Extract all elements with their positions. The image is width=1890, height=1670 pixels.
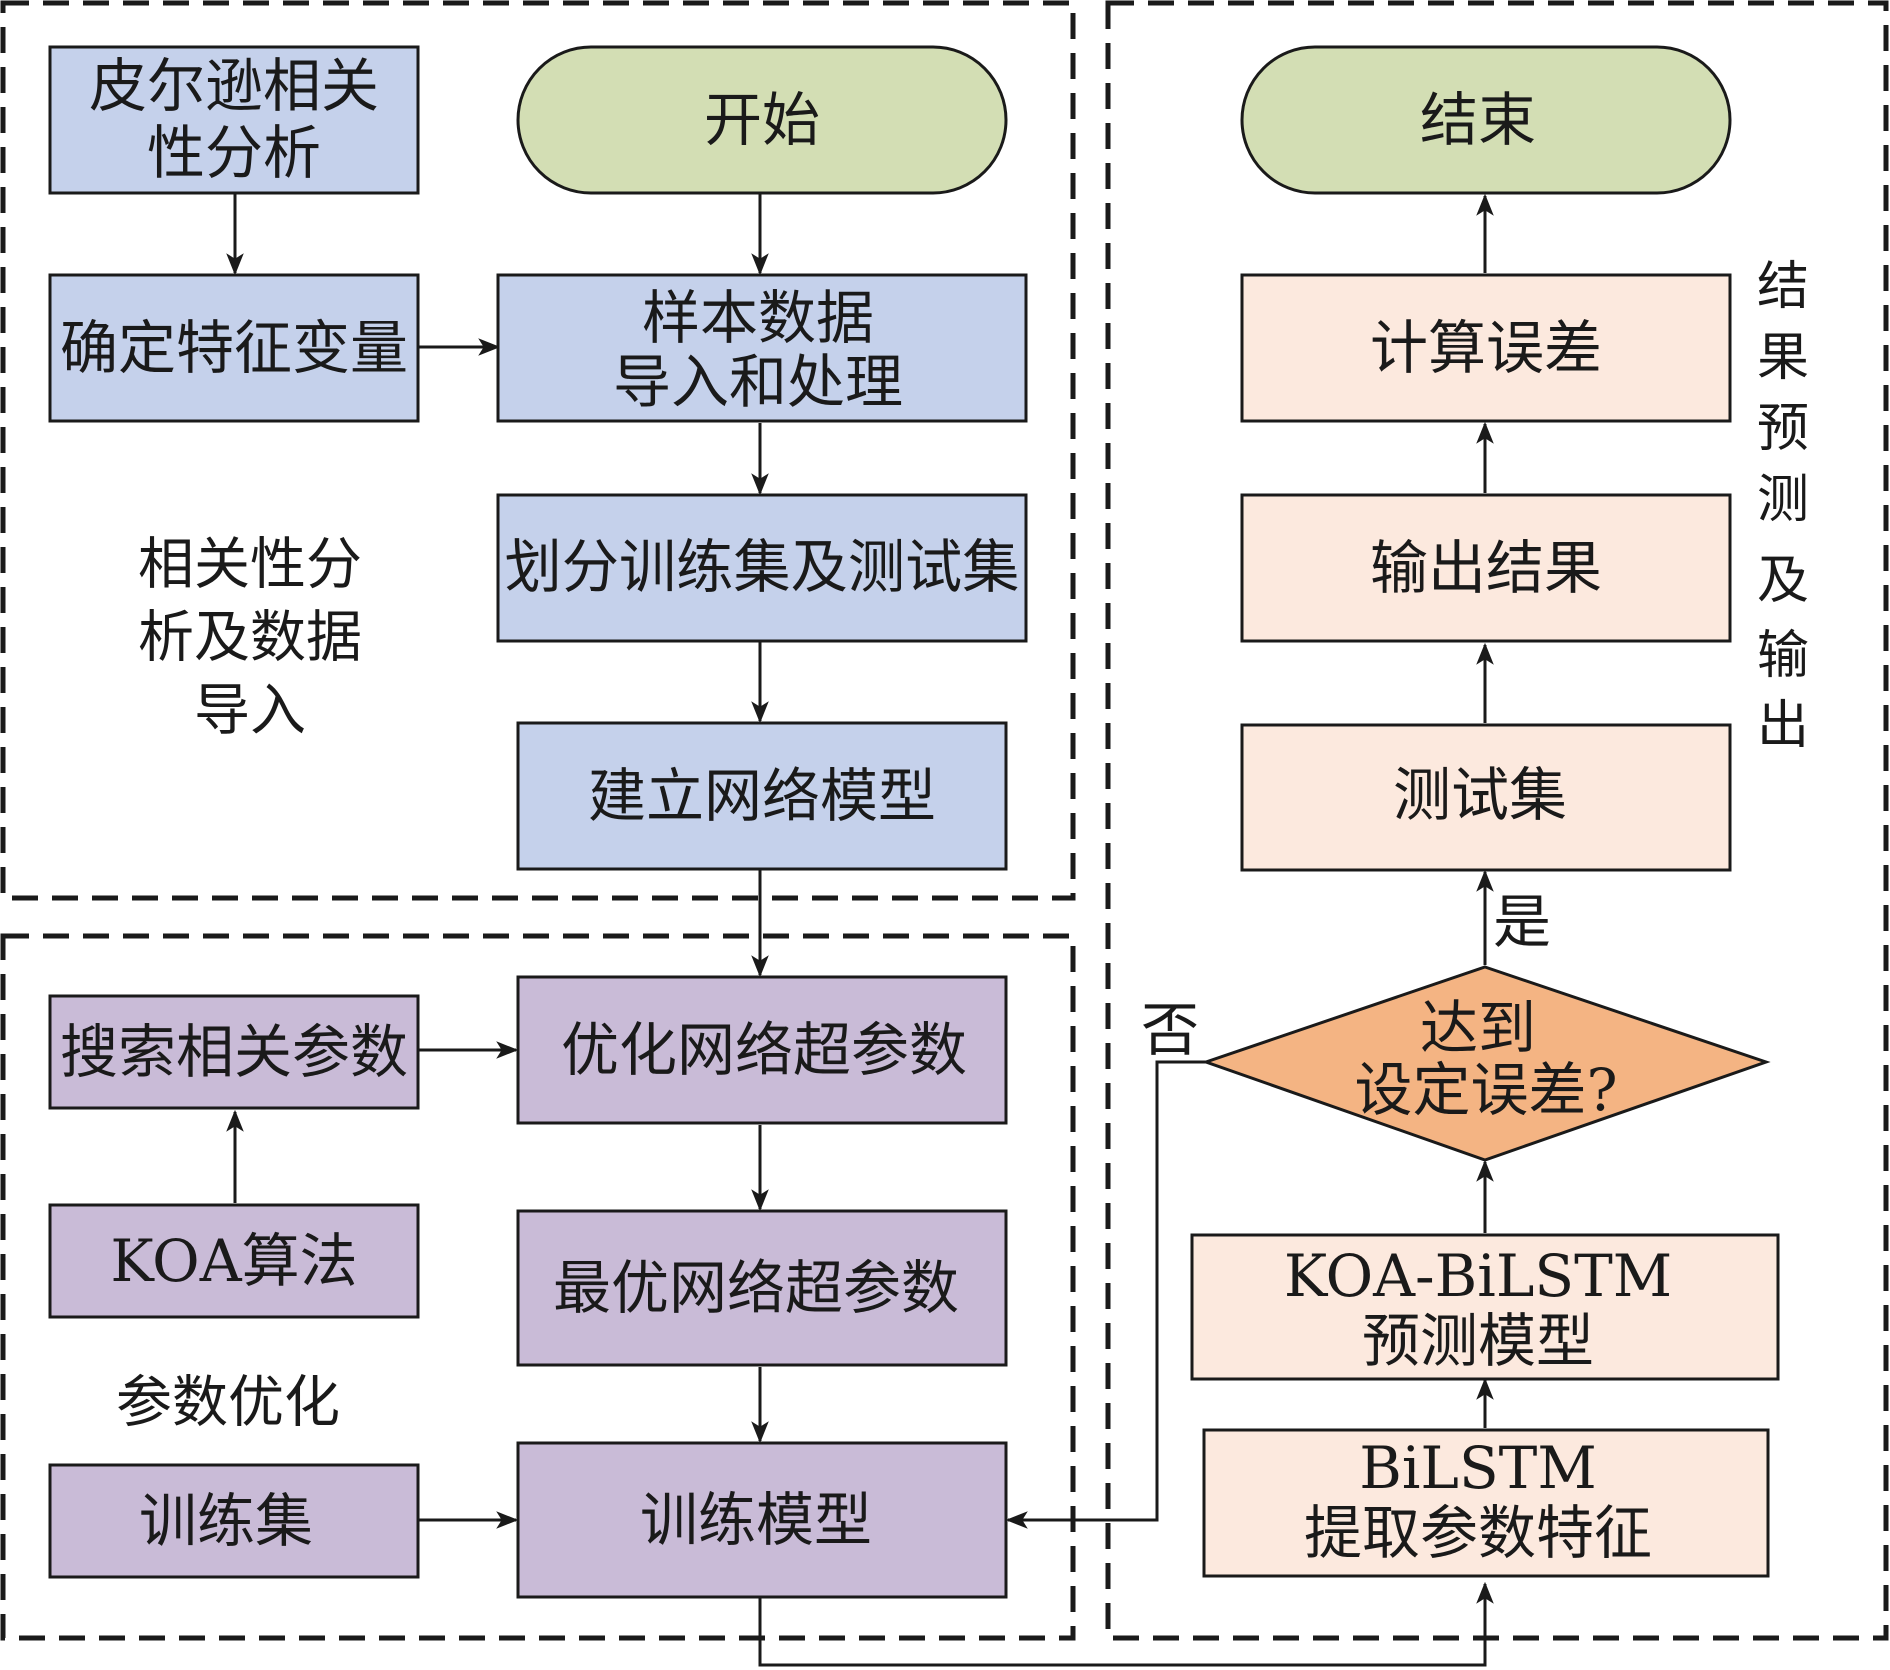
edge-label-yes: 是: [1493, 888, 1551, 956]
region-correlation-frame: [0, 0, 1076, 901]
region-result-char-7: 出: [1757, 696, 1809, 756]
node-end: 结束: [1240, 45, 1732, 195]
region-params-frame: [0, 933, 1076, 1641]
region-result-char-1: 结: [1757, 257, 1809, 317]
region-result-label: 结 果 预 测 及 输 出: [1757, 257, 1809, 756]
node-pearson-line-2: 性分析: [147, 119, 321, 187]
edge-decision-to-train: [1005, 1060, 1206, 1529]
svg-text:训练模型: 训练模型: [640, 1486, 872, 1554]
node-output: 输出结果: [1240, 493, 1732, 643]
region-result-char-6: 输: [1757, 626, 1809, 686]
region-result-char-5: 及: [1757, 551, 1809, 611]
node-testset: 测试集: [1240, 723, 1732, 872]
node-split: 划分训练集及测试集: [496, 493, 1028, 643]
region-result-char-3: 预: [1757, 399, 1809, 459]
region-correlation-label: 相关性分 析及数据 导入: [138, 533, 362, 744]
region-correlation-line-3: 导入: [194, 679, 306, 744]
node-trainset: 训练集: [48, 1463, 420, 1579]
region-result-char-4: 测: [1757, 470, 1809, 530]
node-start: 开始: [516, 45, 1008, 195]
node-features: 确定特征变量: [48, 273, 420, 423]
region-params-label: 参数优化: [116, 1371, 340, 1436]
svg-text:最优网络超参数: 最优网络超参数: [553, 1254, 959, 1322]
region-correlation-line-2: 析及数据: [138, 606, 362, 671]
node-calc: 计算误差: [1240, 273, 1732, 423]
svg-text:确定特征变量: 确定特征变量: [60, 314, 408, 382]
svg-text:建立网络模型: 建立网络模型: [588, 762, 936, 830]
svg-text:测试集: 测试集: [1393, 761, 1567, 829]
node-pearson-line-1: 皮尔逊相关: [89, 52, 379, 120]
node-sample-line-1: 样本数据: [642, 284, 874, 352]
node-optimize: 优化网络超参数: [516, 975, 1008, 1125]
region-correlation-line-1: 相关性分: [138, 533, 362, 598]
node-decision: 达到 设定误差?: [1201, 965, 1771, 1162]
region-result-char-2: 果: [1757, 328, 1809, 388]
node-sample: 样本数据 导入和处理: [496, 273, 1028, 423]
region-result-frame: [1105, 0, 1889, 1641]
edge-train-to-bilstm: [758, 1581, 1494, 1667]
node-bilstm-line-2: 提取参数特征: [1304, 1499, 1652, 1567]
node-best: 最优网络超参数: [516, 1209, 1008, 1367]
node-train: 训练模型: [516, 1441, 1008, 1599]
svg-text:KOA算法: KOA算法: [110, 1227, 357, 1295]
svg-text:搜索相关参数: 搜索相关参数: [60, 1018, 408, 1086]
svg-text:优化网络超参数: 优化网络超参数: [561, 1016, 967, 1084]
node-bilstm: BiLSTM 提取参数特征: [1202, 1428, 1770, 1578]
svg-text:结束: 结束: [1420, 86, 1536, 154]
svg-text:计算误差: 计算误差: [1370, 314, 1602, 382]
node-koa: KOA算法: [48, 1203, 420, 1319]
node-pearson: 皮尔逊相关 性分析: [48, 45, 420, 195]
node-bilstm-line-1: BiLSTM: [1359, 1434, 1597, 1502]
node-build: 建立网络模型: [516, 721, 1008, 871]
node-sample-line-2: 导入和处理: [613, 348, 903, 416]
node-decision-line-1: 达到: [1420, 994, 1536, 1062]
svg-text:开始: 开始: [704, 86, 820, 154]
edge-label-no: 否: [1141, 996, 1199, 1064]
node-koabilstm: KOA-BiLSTM 预测模型: [1190, 1233, 1780, 1381]
node-decision-line-2: 设定误差?: [1354, 1056, 1617, 1124]
node-search: 搜索相关参数: [48, 994, 420, 1110]
svg-text:划分训练集及测试集: 划分训练集及测试集: [505, 533, 1020, 601]
node-koabilstm-line-1: KOA-BiLSTM: [1284, 1242, 1672, 1310]
node-koabilstm-line-2: 预测模型: [1362, 1307, 1594, 1375]
svg-text:输出结果: 输出结果: [1370, 534, 1602, 602]
svg-text:训练集: 训练集: [139, 1487, 313, 1555]
